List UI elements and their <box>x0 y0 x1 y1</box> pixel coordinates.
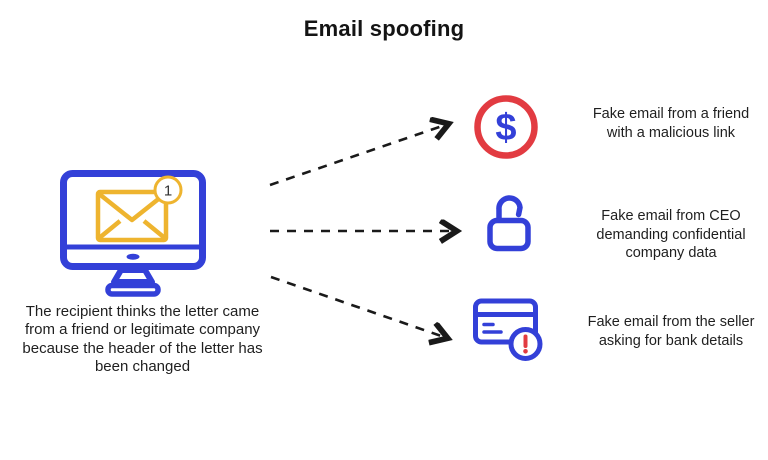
page-title: Email spoofing <box>303 16 465 41</box>
envelope-folds <box>96 219 168 241</box>
credit-card-alert-svg <box>473 298 543 361</box>
red-ring <box>474 95 538 159</box>
threat-label: Fake email from the seller asking for ba… <box>587 314 755 349</box>
source-caption: The recipient thinks the letter came fro… <box>22 303 263 375</box>
credit-card-alert-icon <box>470 294 546 362</box>
notification-badge <box>153 175 183 205</box>
threat-label: Fake email from a friend with a maliciou… <box>592 106 750 141</box>
padlock-shackle <box>496 195 523 224</box>
envelope-flap <box>96 191 168 223</box>
dollar-glyph: $ <box>495 107 516 149</box>
monitor-power-dot <box>126 253 140 260</box>
monitor-base <box>105 282 161 297</box>
monitor-new-email-svg: 1 <box>60 170 206 297</box>
spoofing-arrows <box>269 90 470 360</box>
open-padlock-icon <box>479 190 539 258</box>
notification-badge-count: 1 <box>164 183 172 200</box>
monitor-stand <box>111 267 155 285</box>
dollar-circle-svg: $ <box>474 95 538 159</box>
arrow-to-seller-email <box>270 275 447 338</box>
threat-label: Fake email from CEO demanding confidenti… <box>596 208 746 262</box>
arrow-to-friend-email <box>269 124 448 187</box>
monitor-new-email-icon: 1 <box>58 168 208 300</box>
alert-exclamation-dot <box>523 349 528 354</box>
padlock-body <box>487 217 531 252</box>
dollar-circle-icon: $ <box>472 93 540 161</box>
open-padlock-svg <box>487 195 531 252</box>
